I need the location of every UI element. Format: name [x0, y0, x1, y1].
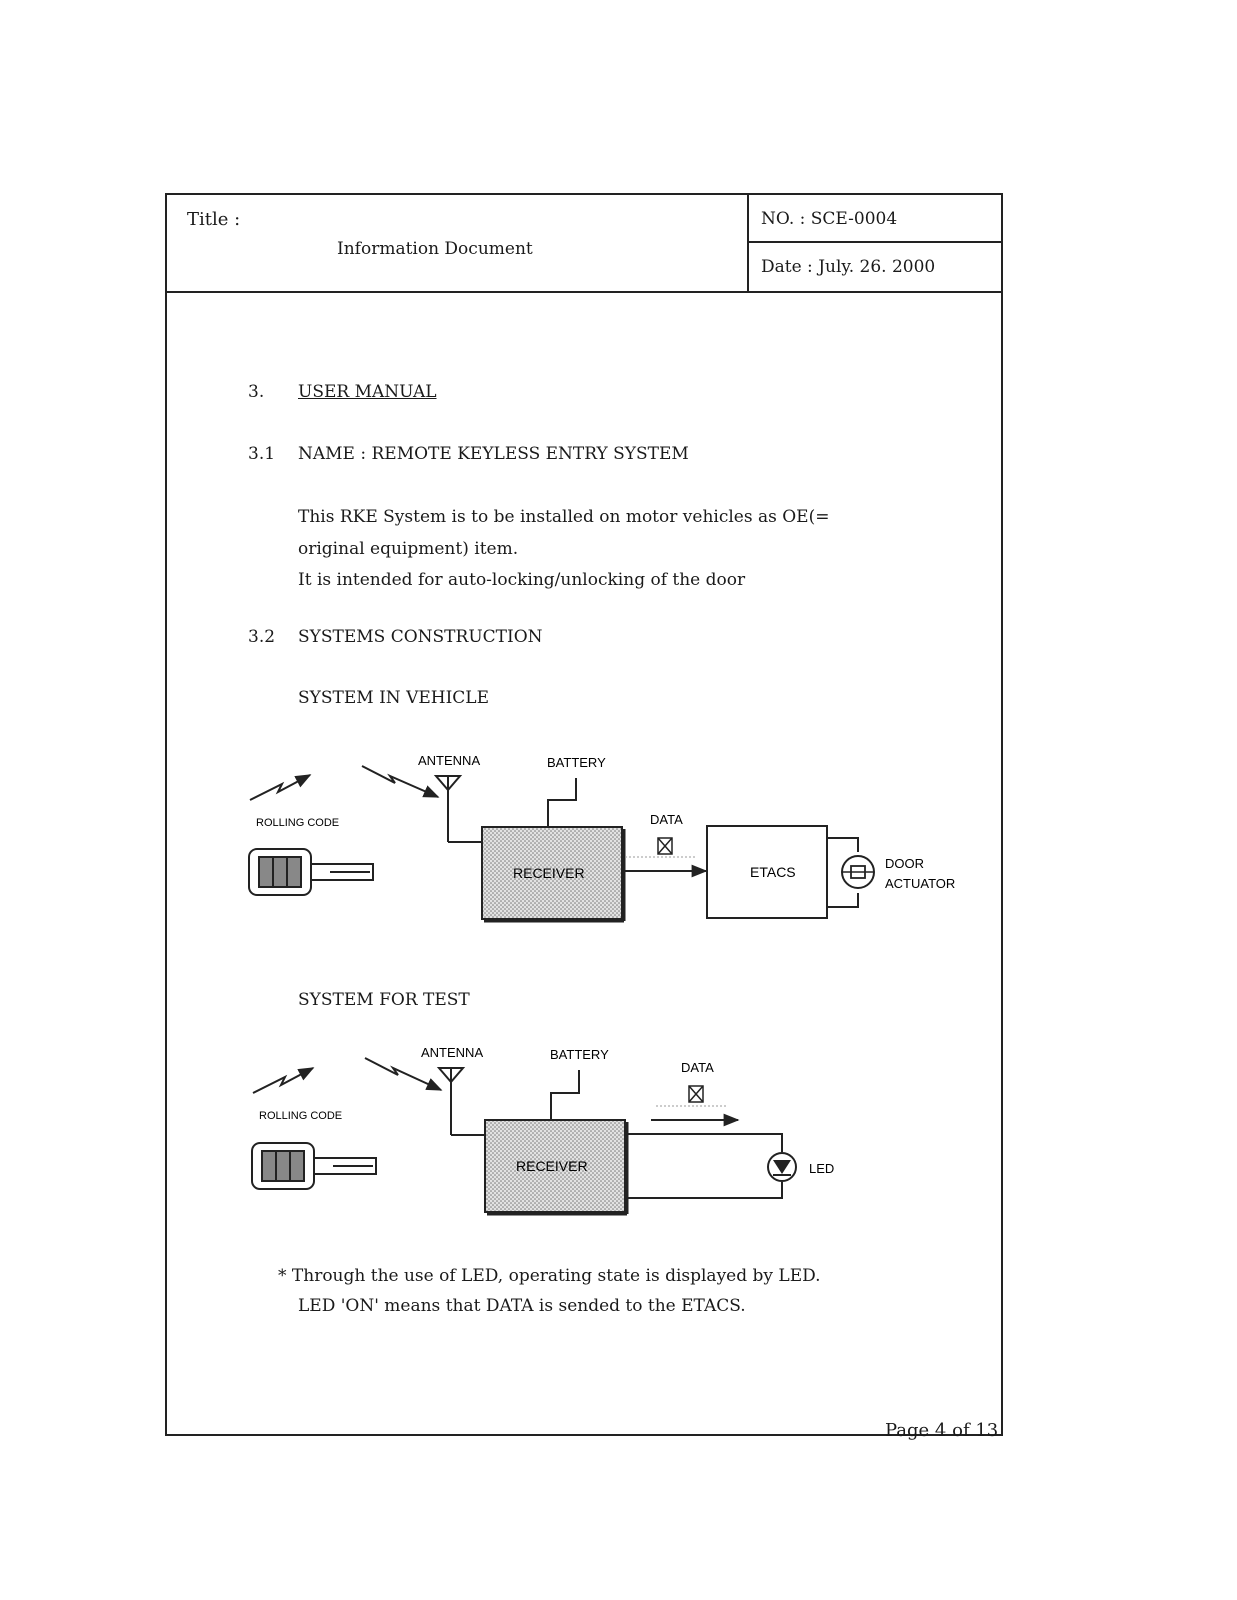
title-value: Information Document: [337, 239, 533, 259]
document-frame: Title : Information Document NO. : SCE-0…: [165, 193, 1003, 1436]
doc-date: Date : July. 26. 2000: [761, 257, 936, 277]
door-actuator-icon: [841, 855, 875, 889]
note-line-1: * Through the use of LED, operating stat…: [278, 1266, 821, 1286]
receiver-label: RECEIVER: [513, 865, 585, 881]
note-line-2: LED 'ON' means that DATA is sended to th…: [298, 1296, 746, 1316]
data-packet-icon: [657, 837, 673, 855]
test-remote-signal-icon: [252, 1067, 315, 1094]
test-receiver-box: [484, 1119, 626, 1213]
etacs-box: [706, 825, 828, 919]
data-label: DATA: [650, 812, 683, 827]
test-data-label: DATA: [681, 1060, 714, 1075]
vehicle-diagram-title: SYSTEM IN VEHICLE: [298, 688, 490, 708]
test-diagram-title: SYSTEM FOR TEST: [298, 990, 470, 1010]
antenna-label: ANTENNA: [418, 753, 480, 768]
sub2-number: 3.2: [248, 627, 276, 647]
document-header: Title : Information Document NO. : SCE-0…: [167, 195, 1001, 293]
meta-cells: NO. : SCE-0004 Date : July. 26. 2000: [749, 195, 1001, 291]
actuator-label: ACTUATOR: [885, 876, 955, 891]
sub1-para-line-1: This RKE System is to be installed on mo…: [298, 507, 830, 527]
sub2-heading: SYSTEMS CONSTRUCTION: [298, 627, 543, 647]
section-heading: USER MANUAL: [298, 382, 437, 402]
title-cell: Title : Information Document: [167, 195, 749, 291]
test-antenna-label: ANTENNA: [421, 1045, 483, 1060]
receiver-box: [481, 826, 623, 920]
rolling-code-label: ROLLING CODE: [256, 817, 339, 829]
remote-signal-icon: [249, 774, 312, 801]
section-number: 3.: [248, 382, 265, 402]
test-receiver-label: RECEIVER: [516, 1158, 588, 1174]
etacs-label: ETACS: [750, 864, 796, 880]
sub1-para-line-3: It is intended for auto-locking/unlockin…: [298, 570, 746, 590]
title-label: Title :: [187, 209, 241, 230]
test-key-fob-icon: [251, 1142, 377, 1190]
battery-label: BATTERY: [547, 755, 606, 770]
key-fob-icon: [248, 848, 374, 896]
antenna-signal-icon: [361, 765, 440, 798]
door-label: DOOR: [885, 856, 924, 871]
led-icon: [767, 1152, 797, 1182]
page-number: Page 4 of 13: [885, 1420, 999, 1441]
sub1-para-line-2: original equipment) item.: [298, 539, 519, 559]
doc-number-cell: NO. : SCE-0004: [749, 195, 1001, 243]
led-label: LED: [809, 1161, 834, 1176]
test-rolling-code-label: ROLLING CODE: [259, 1110, 342, 1122]
sub1-heading: NAME : REMOTE KEYLESS ENTRY SYSTEM: [298, 444, 689, 464]
test-antenna-signal-icon: [364, 1057, 443, 1091]
sub1-number: 3.1: [248, 444, 276, 464]
date-cell: Date : July. 26. 2000: [749, 243, 1001, 291]
doc-number: NO. : SCE-0004: [761, 209, 898, 229]
test-data-packet-icon: [688, 1085, 704, 1103]
test-battery-label: BATTERY: [550, 1047, 609, 1062]
